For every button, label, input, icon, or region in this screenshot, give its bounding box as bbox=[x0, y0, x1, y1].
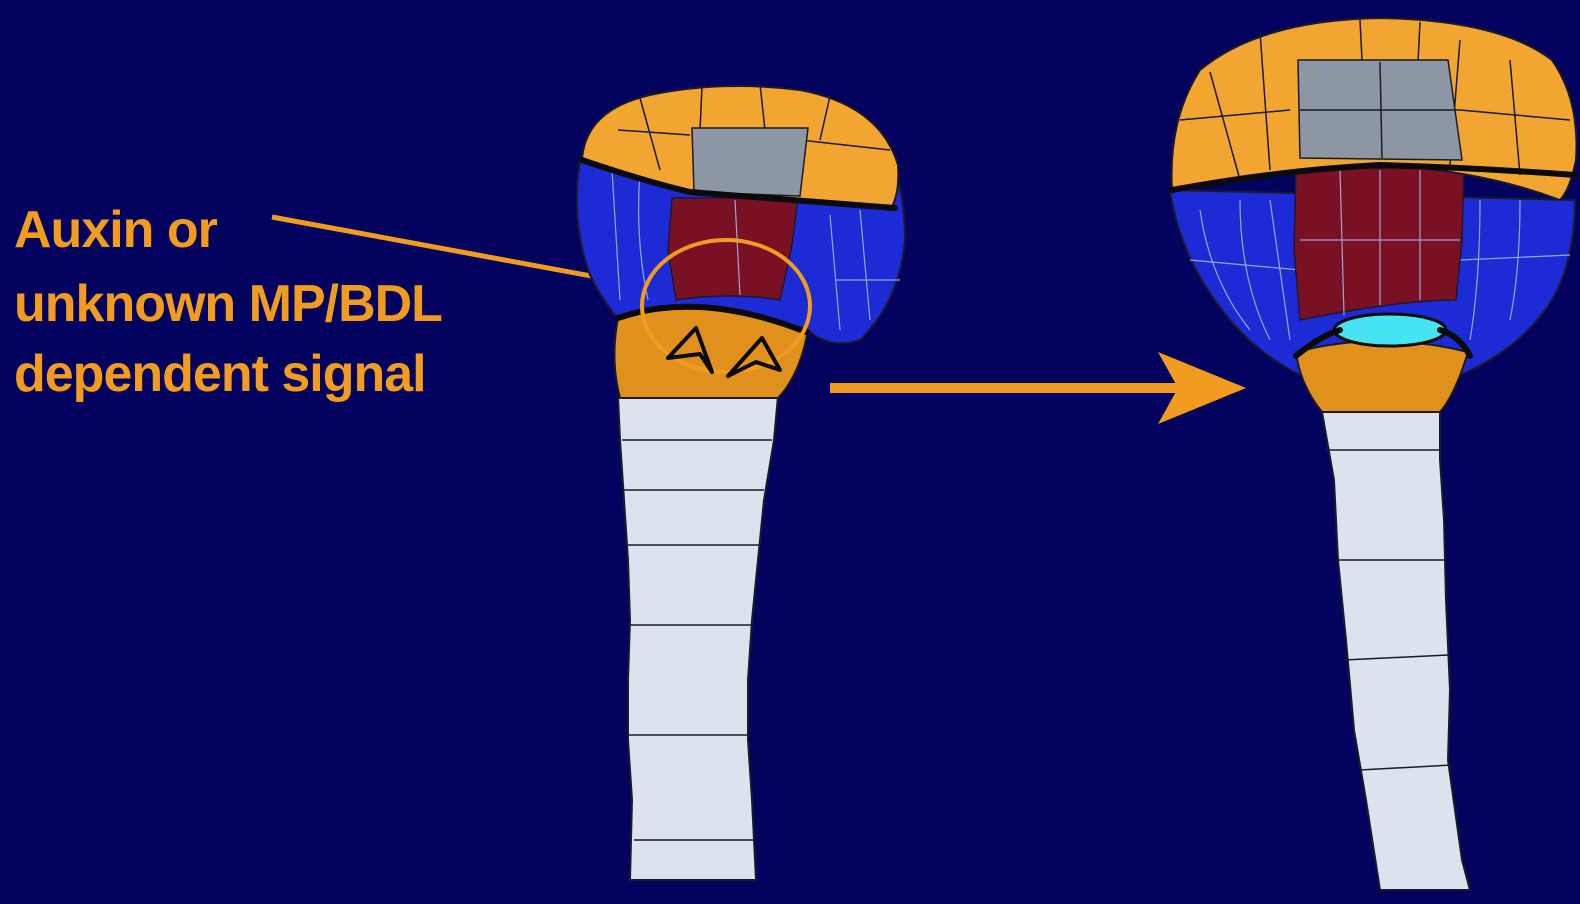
hypophysis-right bbox=[1296, 341, 1468, 412]
annotation-line-3: dependent signal bbox=[14, 345, 426, 403]
suspensor-left bbox=[618, 396, 778, 880]
embryo-later-stage bbox=[1170, 18, 1577, 890]
annotation-line-2: unknown MP/BDL bbox=[14, 275, 442, 333]
provascular-right bbox=[1294, 168, 1464, 320]
progression-arrow bbox=[830, 352, 1246, 424]
central-apical-left bbox=[692, 128, 808, 196]
quiescent-center bbox=[1334, 314, 1446, 346]
suspensor-right bbox=[1322, 412, 1470, 890]
annotation-line-1: Auxin or bbox=[14, 201, 218, 259]
signal-annotation: Auxin or unknown MP/BDL dependent signal bbox=[14, 201, 442, 403]
embryo-early-stage bbox=[577, 84, 905, 880]
